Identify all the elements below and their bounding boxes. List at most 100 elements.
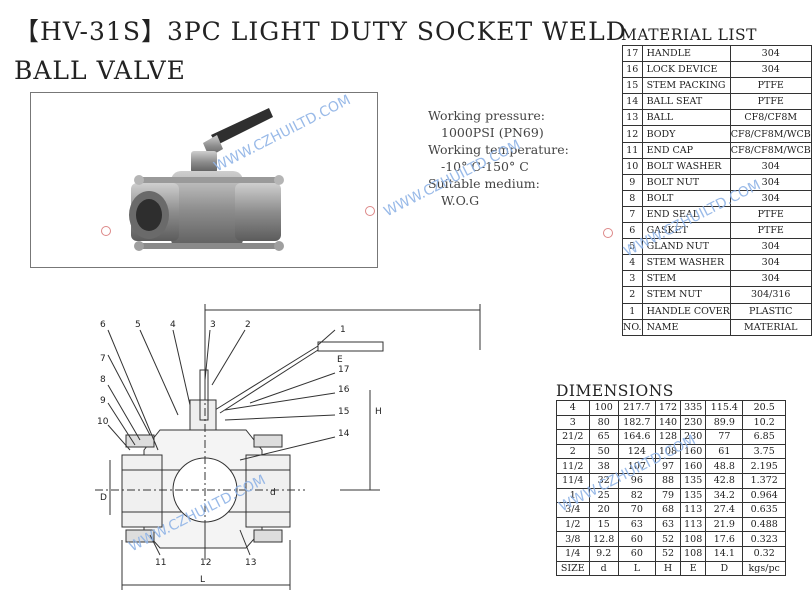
table-cell: 12.8 (588, 531, 619, 547)
part-material: PTFE (729, 205, 812, 224)
part-material: CF8/CF8M/WCB (729, 125, 812, 143)
part-number: 11 (622, 141, 643, 159)
table-cell: 27.4 (705, 502, 744, 518)
callout-2: 2 (245, 320, 251, 330)
table-cell: 9.2 (588, 545, 619, 562)
table-cell: 1/4 (556, 545, 590, 562)
product-photo (30, 92, 378, 268)
table-cell: 108 (680, 531, 707, 547)
part-number: 10 (622, 157, 643, 175)
table-cell: 77 (705, 429, 744, 445)
table-cell: 50 (588, 443, 619, 460)
dim-label-e: E (337, 355, 343, 365)
table-cell: 63 (654, 516, 682, 533)
pressure-value: 1000PSI (PN69) (441, 125, 544, 140)
column-header: d (588, 560, 619, 577)
table-cell: 164.6 (617, 429, 656, 445)
table-cell: 6.85 (742, 429, 786, 445)
table-cell: 1.372 (742, 472, 786, 489)
callout-7: 7 (100, 354, 106, 364)
table-cell: 182.7 (617, 414, 656, 431)
part-name: BALL SEAT (641, 93, 731, 111)
table-cell: 2 (556, 443, 590, 460)
table-cell: 70 (617, 502, 656, 518)
part-number: 3 (622, 270, 643, 288)
table-cell: 172 (654, 400, 682, 416)
callout-12: 12 (200, 558, 211, 568)
dim-label-l: L (200, 575, 205, 585)
table-cell: 34.2 (705, 487, 744, 504)
table-cell: 108 (680, 545, 707, 562)
column-header: E (680, 560, 707, 577)
table-cell: 88 (654, 472, 682, 489)
table-cell: 135 (680, 472, 707, 489)
table-cell: 52 (654, 531, 682, 547)
table-cell: 60 (617, 545, 656, 562)
page-subtitle: BALL VALVE (14, 56, 186, 85)
table-cell: 100 (588, 400, 619, 416)
table-cell: 68 (654, 502, 682, 518)
table-cell: 3 (556, 414, 590, 431)
part-number: 15 (622, 77, 643, 95)
table-cell: 217.7 (617, 400, 656, 416)
part-material: 304 (729, 270, 812, 288)
callout-9: 9 (100, 396, 106, 406)
callout-16: 16 (338, 385, 350, 395)
table-cell: 52 (654, 545, 682, 562)
table-cell: 63 (617, 516, 656, 533)
part-number: 2 (622, 286, 643, 304)
callout-5: 5 (135, 320, 141, 330)
part-name: STEM NUT (641, 286, 731, 304)
header-name: NAME (641, 318, 731, 336)
table-cell: 1/2 (556, 516, 590, 533)
table-cell: 11/2 (556, 458, 590, 474)
table-cell: 3.75 (742, 443, 786, 460)
table-cell: 113 (680, 516, 707, 533)
part-name: HANDLE COVER (641, 302, 731, 320)
table-cell: 48.8 (705, 458, 744, 474)
part-number: 1 (622, 302, 643, 320)
column-header: H (654, 560, 682, 577)
pressure-label: Working pressure: (428, 108, 545, 123)
sectional-drawing: E H L D d 1 2 3 4 5 6 7 8 9 10 11 12 13 … (95, 304, 481, 590)
table-cell: 65 (588, 429, 619, 445)
column-header: L (617, 560, 656, 577)
part-name: BODY (641, 125, 731, 143)
part-name: BOLT NUT (641, 173, 731, 191)
table-cell: 0.32 (742, 545, 786, 562)
dim-label-small-d: d (270, 488, 276, 498)
table-cell: 4 (556, 400, 590, 416)
part-material: PLASTIC (729, 302, 812, 320)
table-cell: 20.5 (742, 400, 786, 416)
table-cell: 0.635 (742, 502, 786, 518)
header-material: MATERIAL (729, 318, 812, 336)
part-material: 304 (729, 254, 812, 272)
temperature-label: Working temperature: (428, 142, 569, 157)
part-material: 304/316 (729, 286, 812, 304)
table-cell: 15 (588, 516, 619, 533)
header-no: NO. (622, 318, 643, 336)
page-title: 【HV-31S】3PC LIGHT DUTY SOCKET WELD (14, 17, 627, 46)
part-name: BALL (641, 109, 731, 127)
table-cell: 10.2 (742, 414, 786, 431)
column-header: D (705, 560, 744, 577)
part-name: BOLT WASHER (641, 157, 731, 175)
